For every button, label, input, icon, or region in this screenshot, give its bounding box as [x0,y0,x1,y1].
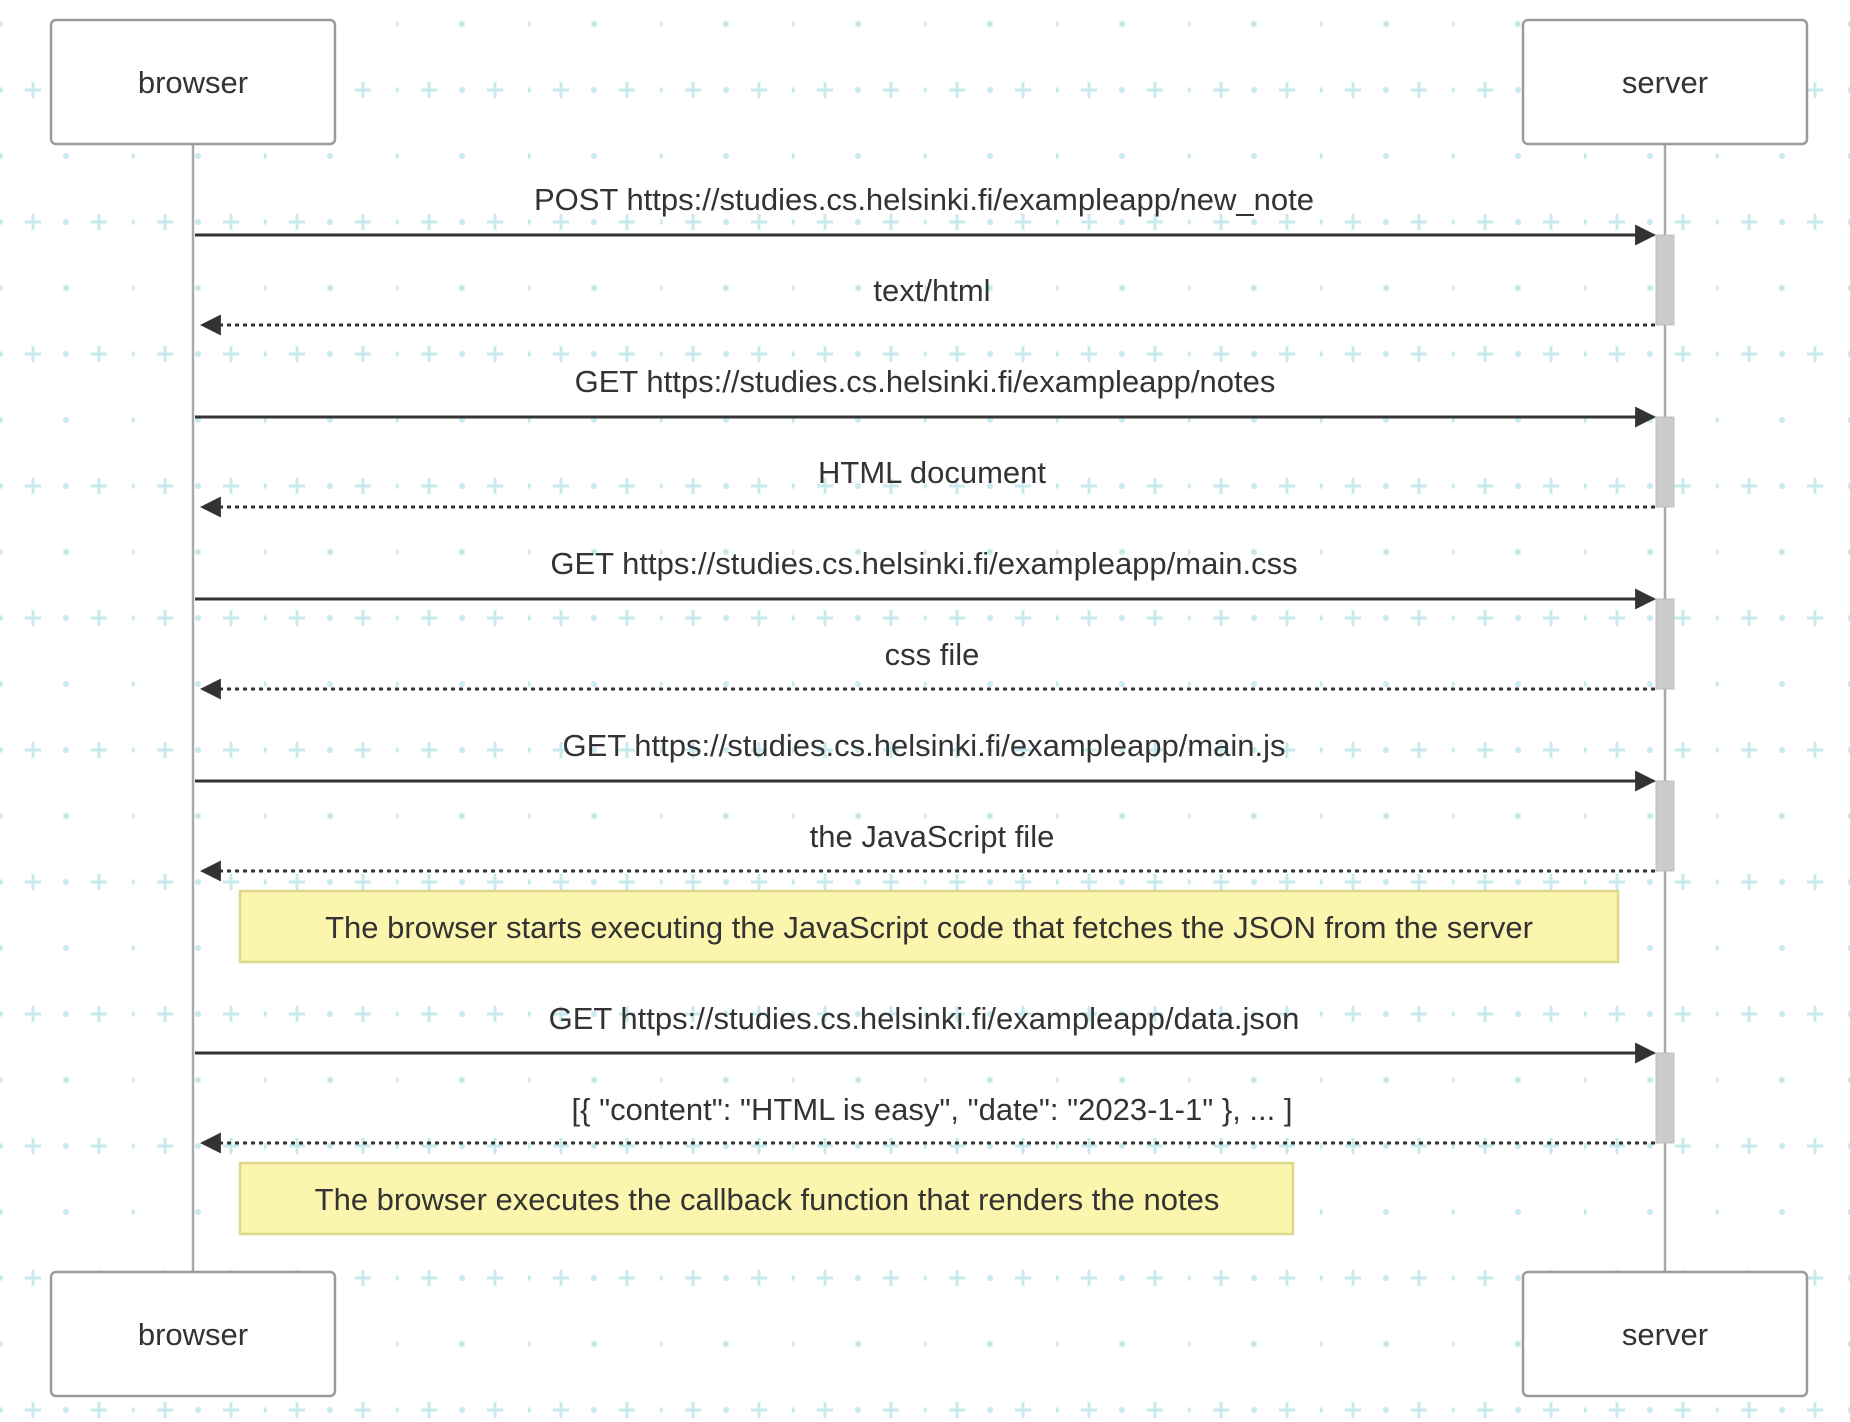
actor-server-top: server [1521,18,1809,146]
actor-label: server [1622,1317,1708,1352]
actor-label: browser [138,65,248,100]
message: text/html [199,273,1655,336]
message: POST https://studies.cs.helsinki.fi/exam… [195,182,1657,246]
activation-bar [1655,416,1675,508]
message: [{ "content": "HTML is easy", "date": "2… [199,1092,1655,1154]
message: GET https://studies.cs.helsinki.fi/examp… [195,364,1657,428]
message-label: [{ "content": "HTML is easy", "date": "2… [572,1092,1293,1127]
message: GET https://studies.cs.helsinki.fi/examp… [195,546,1657,610]
activation-bar [1655,780,1675,872]
note-box [238,889,1620,964]
message: GET https://studies.cs.helsinki.fi/examp… [195,1001,1657,1064]
message: the JavaScript file [199,819,1655,882]
message: HTML document [199,455,1655,518]
actor-server-bottom: server [1521,1270,1809,1398]
message-label: POST https://studies.cs.helsinki.fi/exam… [534,182,1314,217]
actor-label: server [1622,65,1708,100]
message-label: HTML document [818,455,1046,490]
note: The browser executes the callback functi… [238,1161,1295,1236]
message: css file [199,637,1655,700]
message-label: the JavaScript file [810,819,1055,854]
activation-bars [1655,234,1675,1144]
message: GET https://studies.cs.helsinki.fi/examp… [195,728,1657,792]
note: The browser starts executing the JavaScr… [238,889,1620,964]
note-text: The browser executes the callback functi… [315,1182,1220,1217]
note-text: The browser starts executing the JavaScr… [325,910,1533,945]
message-label: GET https://studies.cs.helsinki.fi/examp… [575,364,1276,399]
actor-label: browser [138,1317,248,1352]
activation-bar [1655,234,1675,326]
actor-browser-top: browser [49,18,337,146]
activation-bar [1655,1052,1675,1144]
message-label: GET https://studies.cs.helsinki.fi/examp… [549,1001,1300,1036]
activation-bar [1655,598,1675,690]
actor-browser-bottom: browser [49,1270,337,1398]
message-label: css file [885,637,980,672]
message-label: text/html [873,273,990,308]
message-label: GET https://studies.cs.helsinki.fi/examp… [562,728,1285,763]
message-label: GET https://studies.cs.helsinki.fi/examp… [550,546,1297,581]
note-box [238,1161,1295,1236]
